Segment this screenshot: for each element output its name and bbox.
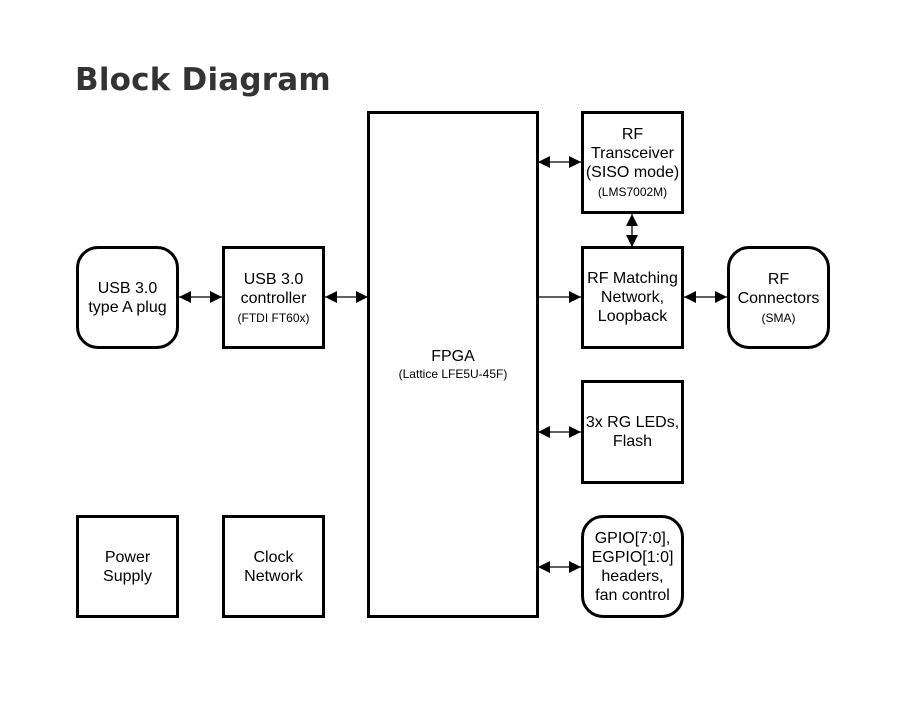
fpga-part: (Lattice LFE5U-45F) <box>398 367 508 381</box>
usb-plug-label: USB 3.0 type A plug <box>88 279 167 316</box>
fpga-block: FPGA (Lattice LFE5U-45F) <box>367 111 539 618</box>
rf-connectors-label: RF Connectors <box>737 270 820 307</box>
leds-flash-block: 3x RG LEDs, Flash <box>581 380 684 484</box>
gpio-block: GPIO[7:0], EGPIO[1:0] headers, fan contr… <box>581 515 684 618</box>
rf-connectors-part: (SMA) <box>761 310 796 325</box>
rf-transceiver-label: RF Transceiver (SISO mode) <box>585 126 680 181</box>
usb-controller-block: USB 3.0 controller (FTDI FT60x) <box>222 246 325 349</box>
power-supply-label: Power Supply <box>103 548 152 585</box>
power-supply-block: Power Supply <box>76 515 179 618</box>
rf-matching-label: RF Matching Network, Loopback <box>587 270 678 325</box>
diagram-title: Block Diagram <box>75 62 331 98</box>
rf-connectors-block: RF Connectors (SMA) <box>727 246 830 349</box>
leds-flash-label: 3x RG LEDs, Flash <box>585 414 680 450</box>
fpga-label: FPGA <box>431 348 475 365</box>
rf-matching-block: RF Matching Network, Loopback <box>581 246 684 349</box>
usb-plug-block: USB 3.0 type A plug <box>76 246 179 349</box>
usb-controller-part: (FTDI FT60x) <box>237 310 310 325</box>
rf-transceiver-block: RF Transceiver (SISO mode) (LMS7002M) <box>581 111 684 214</box>
clock-network-block: Clock Network <box>222 515 325 618</box>
gpio-label: GPIO[7:0], EGPIO[1:0] headers, fan contr… <box>591 529 674 604</box>
usb-controller-label: USB 3.0 controller <box>240 270 307 307</box>
rf-transceiver-part: (LMS7002M) <box>597 185 668 199</box>
clock-network-label: Clock Network <box>244 548 303 585</box>
